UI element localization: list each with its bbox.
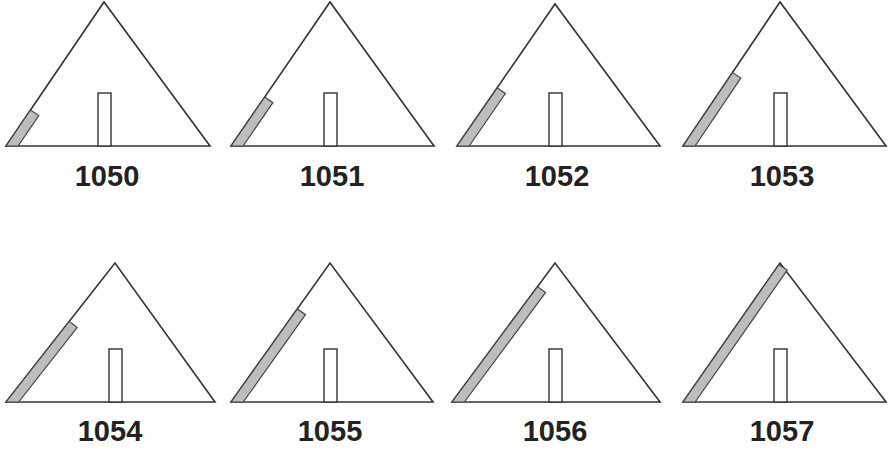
construction-ramp — [231, 309, 306, 402]
construction-ramp — [231, 97, 273, 146]
year-label: 1054 — [78, 417, 143, 446]
construction-ramp — [6, 110, 39, 146]
year-label: 1050 — [75, 162, 140, 191]
pyramid-outline — [6, 263, 215, 402]
pyramid-outline — [231, 263, 433, 402]
pyramid-outline — [683, 2, 886, 146]
year-label: 1056 — [523, 417, 588, 446]
year-label: 1057 — [750, 417, 815, 446]
construction-ramp — [457, 88, 505, 146]
inner-chamber — [98, 93, 111, 146]
pyramid-outline — [683, 263, 886, 402]
year-label: 1051 — [300, 162, 365, 191]
year-label: 1053 — [750, 162, 815, 191]
inner-chamber — [109, 349, 122, 402]
pyramid-outline — [6, 2, 210, 146]
inner-chamber — [774, 93, 787, 146]
pyramid-outline — [452, 263, 660, 402]
inner-chamber — [324, 93, 337, 146]
construction-ramp — [683, 264, 787, 402]
pyramid-outline — [231, 2, 434, 146]
inner-chamber — [774, 349, 787, 402]
construction-ramp — [6, 321, 77, 402]
pyramid-outline — [457, 4, 660, 146]
inner-chamber — [549, 93, 562, 146]
inner-chamber — [324, 349, 337, 402]
year-label: 1052 — [525, 162, 590, 191]
year-label: 1055 — [298, 417, 363, 446]
inner-chamber — [549, 349, 562, 402]
construction-ramp — [683, 73, 741, 146]
construction-ramp — [452, 287, 546, 402]
